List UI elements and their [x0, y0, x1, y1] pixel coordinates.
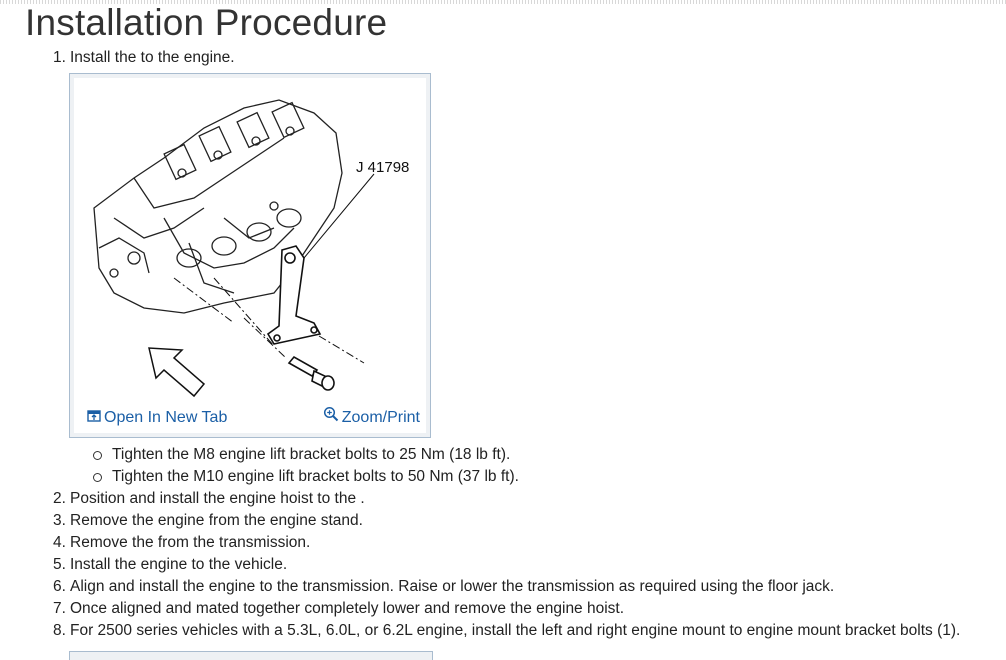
- zoom-print-link[interactable]: Zoom/Print: [323, 406, 420, 429]
- substep-2: Tighten the M10 engine lift bracket bolt…: [93, 466, 1003, 488]
- step-3: 3. Remove the engine from the engine sta…: [53, 510, 1003, 532]
- engine-lift-bracket-figure: J 41798 Open In New Tab: [69, 73, 431, 438]
- step-8: 8. For 2500 series vehicles with a 5.3L,…: [53, 620, 1003, 642]
- step-number: 8.: [53, 622, 66, 639]
- substep-text: Tighten the M8 engine lift bracket bolts…: [112, 446, 511, 463]
- step-number: 6.: [53, 578, 66, 595]
- step-text: Remove the from the transmission.: [70, 534, 311, 551]
- open-new-tab-icon: [87, 407, 101, 429]
- step-number: 4.: [53, 534, 66, 551]
- bullet-circle: [93, 472, 102, 482]
- step-number: 5.: [53, 556, 66, 573]
- step-text: Position and install the engine hoist to…: [70, 490, 365, 507]
- page-title: Installation Procedure: [25, 2, 388, 43]
- zoom-print-label: Zoom/Print: [341, 408, 420, 426]
- step-2: 2. Position and install the engine hoist…: [53, 488, 1003, 510]
- step-6: 6. Align and install the engine to the t…: [53, 576, 1003, 598]
- step-1: 1. Install the to the engine.: [53, 47, 1003, 69]
- step-text: Install the engine to the vehicle.: [70, 556, 288, 573]
- step-7: 7. Once aligned and mated together compl…: [53, 598, 1003, 620]
- engine-lift-bracket-illustration: J 41798: [93, 99, 409, 398]
- step-number: 7.: [53, 600, 66, 617]
- bullet-circle: [93, 450, 102, 460]
- open-in-new-tab-link[interactable]: Open In New Tab: [87, 407, 227, 429]
- step-4: 4. Remove the from the transmission.: [53, 532, 1003, 554]
- step-text: Once aligned and mated together complete…: [70, 600, 625, 617]
- step-number: 1.: [53, 49, 66, 66]
- step-text: Install the to the engine.: [70, 49, 235, 66]
- open-in-new-tab-label: Open In New Tab: [104, 409, 228, 426]
- torque-substeps: Tighten the M8 engine lift bracket bolts…: [53, 444, 1003, 488]
- tool-callout: J 41798: [356, 159, 409, 176]
- procedure-steps: 1. Install the to the engine.: [53, 47, 1003, 642]
- step-5: 5. Install the engine to the vehicle.: [53, 554, 1003, 576]
- substep-1: Tighten the M8 engine lift bracket bolts…: [93, 444, 1003, 466]
- top-border-strip: [0, 0, 1006, 4]
- step-text: Remove the engine from the engine stand.: [70, 512, 363, 529]
- figure-panel: J 41798 Open In New Tab: [74, 78, 426, 433]
- substep-text: Tighten the M10 engine lift bracket bolt…: [112, 468, 519, 485]
- step-text: Align and install the engine to the tran…: [70, 578, 835, 595]
- step-number: 3.: [53, 512, 66, 529]
- zoom-icon: [323, 406, 339, 429]
- step-number: 2.: [53, 490, 66, 507]
- step-text: For 2500 series vehicles with a 5.3L, 6.…: [70, 622, 961, 639]
